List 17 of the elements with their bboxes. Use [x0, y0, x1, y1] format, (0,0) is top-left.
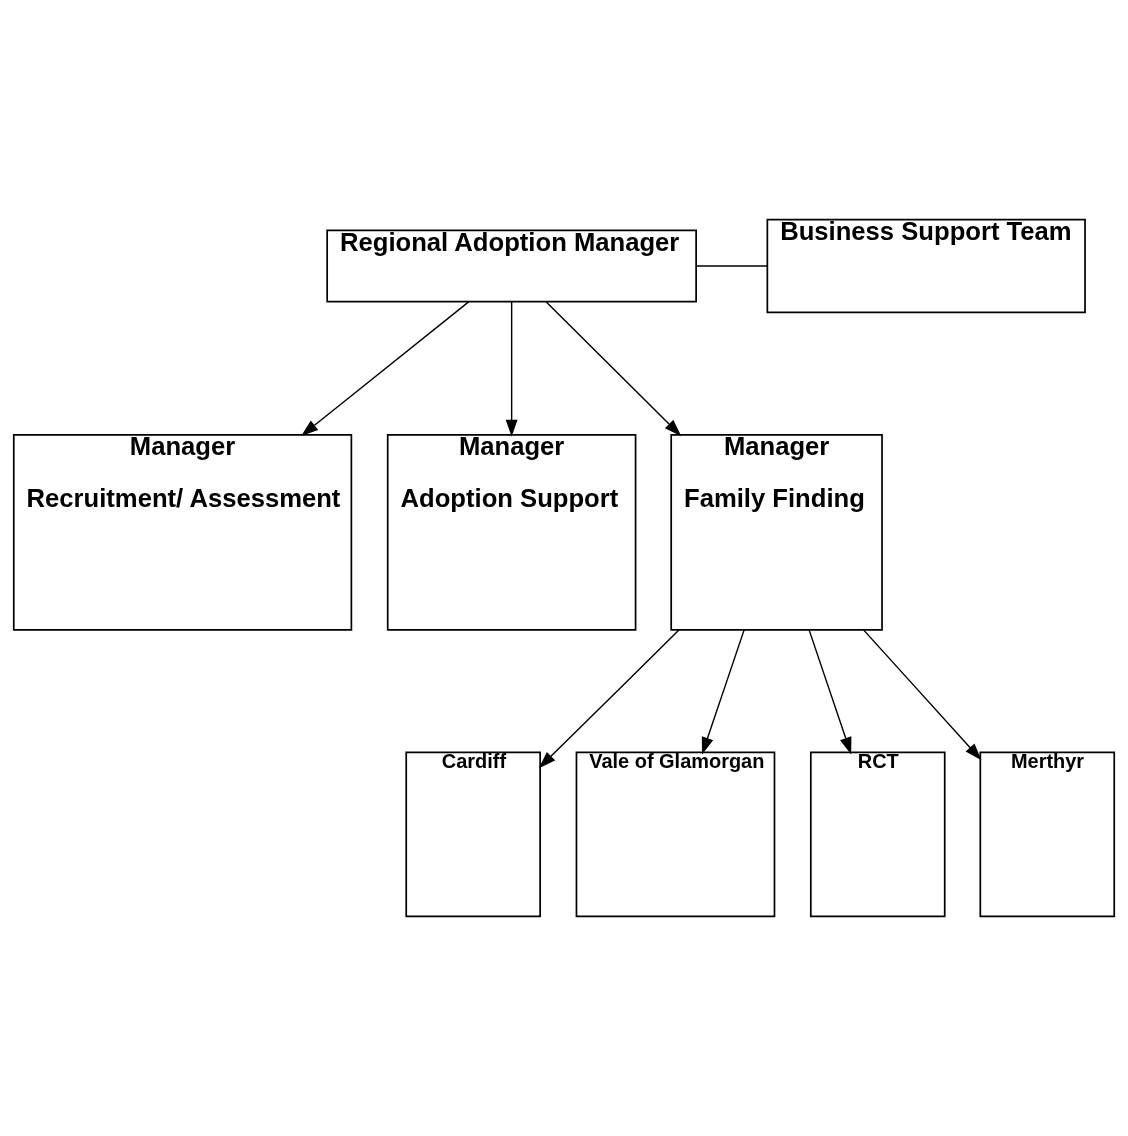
node-box: Manager Family Finding	[670, 433, 883, 631]
connector	[695, 265, 768, 267]
arrow	[301, 301, 470, 436]
arrow	[808, 629, 852, 755]
node-box: Vale of Glamorgan	[575, 751, 776, 918]
arrow	[505, 301, 518, 437]
arrow	[863, 629, 982, 761]
node-box: Manager Adoption Support	[386, 433, 637, 631]
node-box: Cardiff	[405, 751, 541, 918]
node-box: Regional Adoption Manager	[326, 229, 697, 303]
node-box: RCT	[809, 751, 946, 918]
node-box: Merthyr	[979, 751, 1116, 918]
arrow	[545, 301, 682, 437]
node-box: Business Support Team	[766, 218, 1086, 314]
arrow	[538, 629, 680, 769]
node-box: Manager Recruitment/ Assessment	[12, 433, 353, 631]
arrow	[701, 629, 745, 755]
